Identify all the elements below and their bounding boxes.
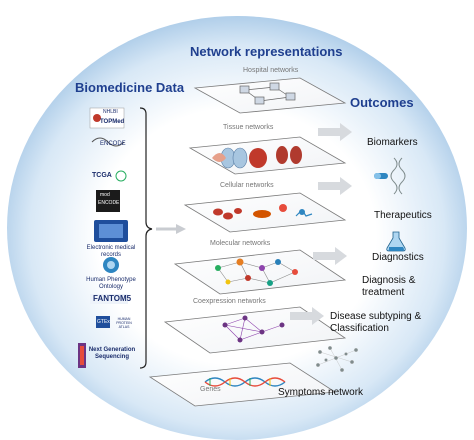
source-tcga: TCGA — [92, 172, 112, 179]
header-biomedicine-data: Biomedicine Data — [75, 80, 185, 95]
network-label-genes: Genes — [200, 386, 221, 393]
network-label-molecular: Molecular networks — [210, 240, 271, 247]
symptoms-network-icon — [316, 346, 359, 373]
outcome-therapeutics: Therapeutics — [374, 210, 432, 221]
cellular-items — [213, 204, 313, 220]
source-emr: Electronic medical records — [86, 245, 136, 258]
dna-helix — [204, 377, 286, 387]
mod-encode-logo — [96, 190, 120, 212]
ngs-logo — [78, 343, 86, 368]
emr-logo — [94, 220, 128, 242]
fantom5-logo-box — [90, 294, 128, 304]
input-arrow — [156, 224, 186, 234]
flask-icon — [386, 231, 406, 252]
source-ngs: Next Generation Sequencing — [88, 347, 136, 360]
network-label-tissue: Tissue networks — [223, 124, 274, 131]
source-hpa: HUMAN PROTEIN ATLAS — [116, 317, 132, 329]
gtex-logo — [96, 316, 110, 328]
source-gtex: GTEx — [97, 319, 110, 325]
pill-icon — [374, 173, 388, 179]
outcome-biomarkers: Biomarkers — [367, 137, 418, 148]
header-outcomes: Outcomes — [350, 95, 414, 110]
dna-outcome-icon — [390, 157, 406, 195]
source-topmed-small: NHLBI — [103, 109, 118, 115]
outcome-diagnosis-treatment: Diagnosis & treatment — [362, 275, 416, 298]
network-label-coexpression: Coexpression networks — [193, 298, 266, 305]
network-label-hospital: Hospital networks — [243, 67, 299, 74]
outcome-symptoms-network: Symptoms network — [278, 387, 364, 398]
outcome-disease-subtyping: Disease subtyping & Classification — [330, 311, 422, 334]
source-encode: ENCODE — [100, 141, 126, 147]
molecular-network — [215, 258, 298, 286]
topmed-logo — [89, 107, 125, 129]
outcome-diagnostics: Diagnostics — [372, 252, 424, 263]
header-network-representations: Network representations — [190, 44, 343, 59]
data-bracket — [139, 107, 153, 369]
encode-logo-icon — [91, 137, 125, 147]
tcga-logo-icon — [115, 170, 127, 182]
plane-molecular — [173, 249, 347, 295]
output-arrows — [290, 123, 352, 325]
plane-hospital — [193, 77, 347, 114]
source-mod-encode: ENCODE — [98, 200, 120, 206]
source-hpo: Human Phenotype Ontology — [86, 277, 136, 290]
hpo-logo — [103, 257, 119, 273]
network-label-cellular: Cellular networks — [220, 182, 274, 189]
hospital-network-graph — [239, 82, 296, 105]
tissue-organs — [212, 146, 302, 169]
source-fantom5: FANTOM5 — [93, 294, 132, 303]
coexpression-network — [222, 315, 285, 343]
source-mod-encode-small: mod — [100, 192, 110, 198]
source-topmed: TOPMed — [100, 119, 125, 125]
